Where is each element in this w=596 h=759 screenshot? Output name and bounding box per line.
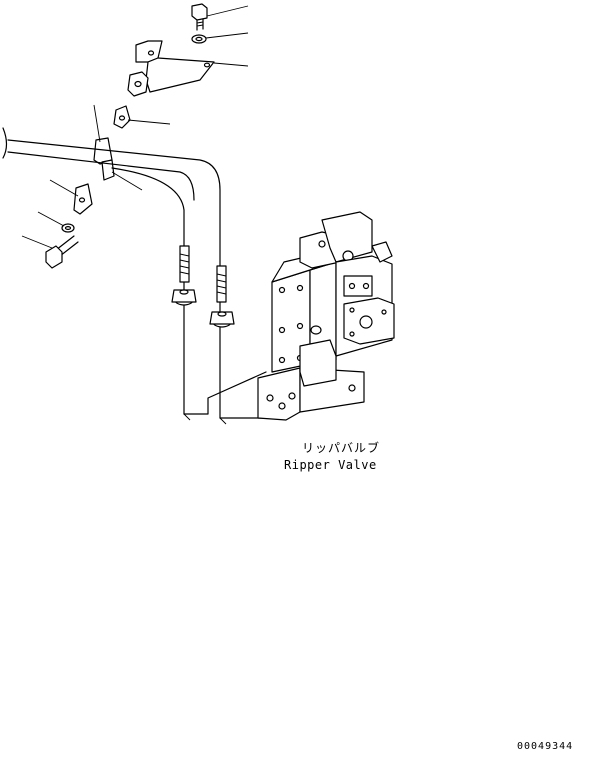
top-washer bbox=[191, 34, 207, 44]
lower-washer bbox=[61, 223, 75, 233]
upper-bracket bbox=[127, 40, 215, 97]
hose-fitting-left bbox=[171, 245, 197, 306]
lower-bolt bbox=[45, 235, 79, 269]
valve-label-english: Ripper Valve bbox=[284, 458, 377, 472]
top-bolt bbox=[191, 3, 208, 31]
cable-clamps bbox=[73, 105, 131, 215]
hose-fitting-right bbox=[209, 265, 235, 328]
leader-lines bbox=[21, 5, 249, 249]
drawing-number: 00049344 bbox=[517, 741, 573, 752]
valve-label-japanese: リッパバルブ bbox=[302, 440, 380, 455]
tube-assembly bbox=[2, 127, 221, 419]
ripper-valve bbox=[257, 211, 395, 421]
